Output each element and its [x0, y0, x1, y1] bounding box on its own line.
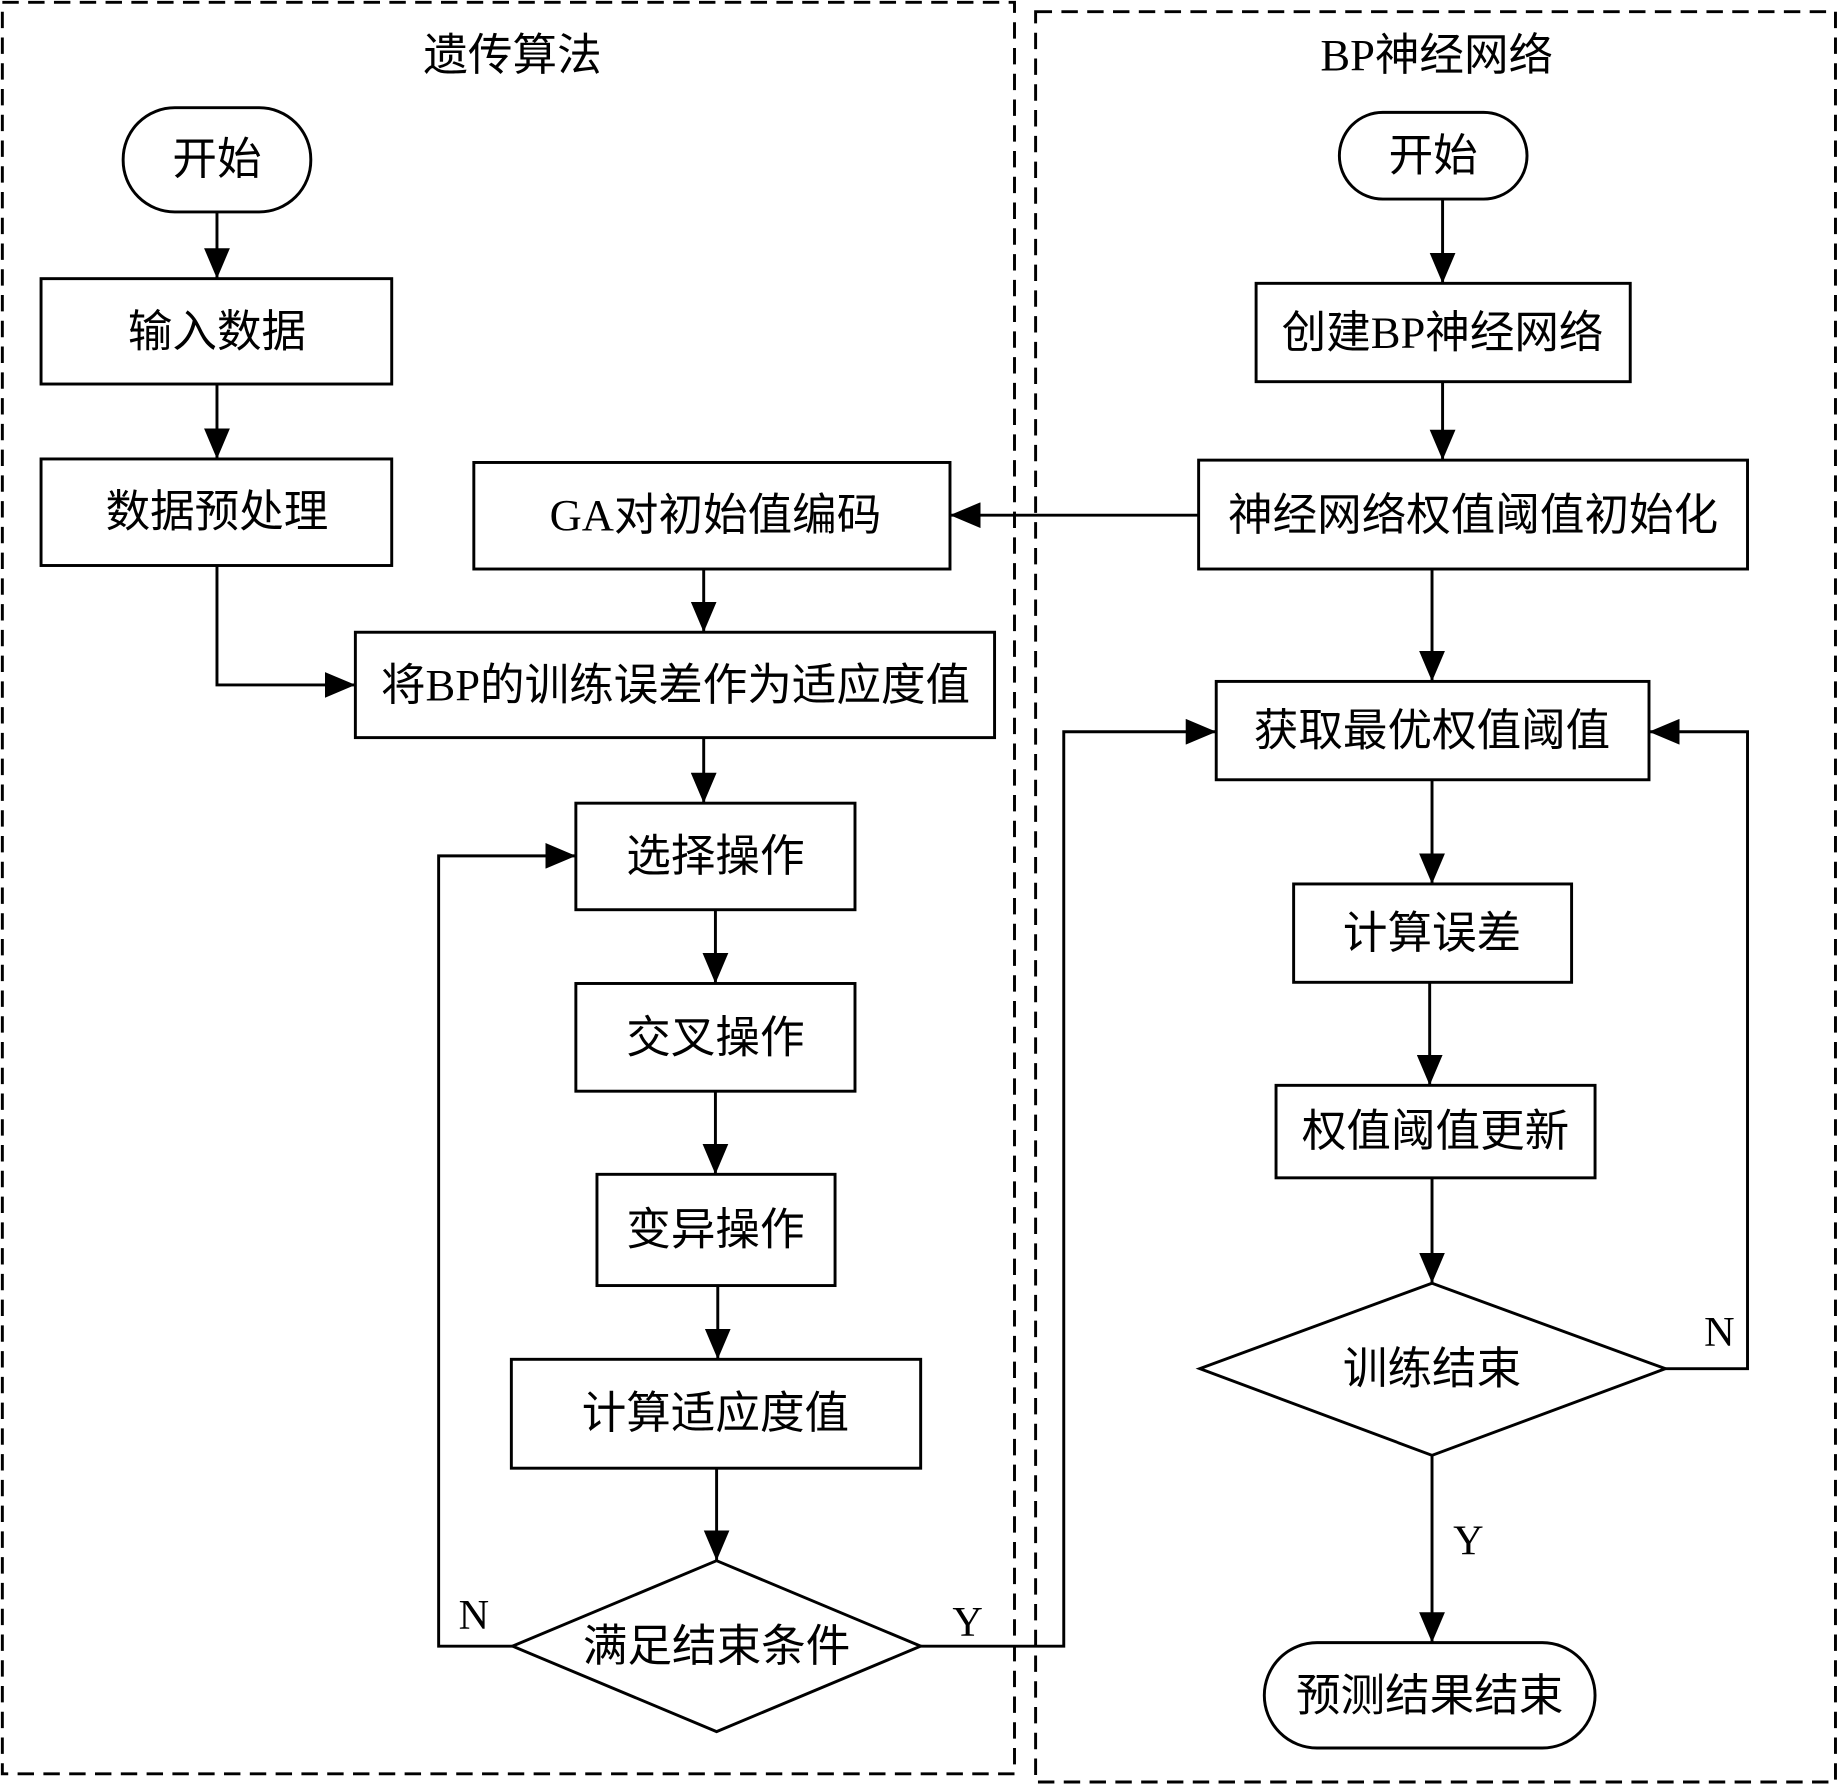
- initialize-weights-node: 神经网络权值阈值初始化: [1197, 458, 1749, 571]
- ga-no-label: N: [459, 1592, 489, 1639]
- encode-box: [472, 461, 952, 571]
- crossover-node: 交叉操作: [574, 982, 857, 1093]
- selection-node: 选择操作: [574, 801, 857, 912]
- bp-start-node: 开始: [1337, 110, 1529, 201]
- bp-end-shape: [1262, 1641, 1597, 1750]
- mutation-box: [595, 1172, 837, 1288]
- fitness-box: [353, 630, 997, 740]
- fitness-label: 将BP的训练误差作为适应度值: [381, 660, 970, 710]
- bp-network-panel: BP神经网络 开始 创建BP神经网络 神经网络权值阈值初始化 获取最优权值阈值 …: [1034, 10, 1837, 1784]
- compute-error-label: 计算误差: [1343, 908, 1521, 958]
- update-weights-label: 权值阈值更新: [1302, 1106, 1569, 1156]
- bp-network-frame: [1034, 10, 1837, 1784]
- update-weights-node: 权值阈值更新: [1274, 1083, 1597, 1180]
- compute-error-node: 计算误差: [1292, 882, 1574, 984]
- input-data-box: [39, 277, 394, 386]
- bp-no-label: N: [1704, 1309, 1734, 1356]
- bp-yes-label: Y: [1453, 1517, 1483, 1564]
- ga-yes-label: Y: [952, 1599, 982, 1646]
- ga-start-node: 开始: [121, 106, 313, 214]
- preprocess-node: 数据预处理: [39, 457, 394, 567]
- training-done-node: 训练结束: [1195, 1281, 1670, 1457]
- fitness-node: 将BP的训练误差作为适应度值: [353, 630, 997, 740]
- flow-edges: [204, 199, 1749, 1648]
- edge-check-yes-to-get-optimal: [920, 718, 1217, 1648]
- termination-check-diamond: [508, 1559, 925, 1734]
- compute-error-box: [1292, 882, 1574, 984]
- edge-preprocess-to-fitness: [215, 565, 356, 698]
- crossover-label: 交叉操作: [626, 1012, 804, 1062]
- crossover-box: [574, 982, 857, 1093]
- compute-fitness-label: 计算适应度值: [582, 1388, 849, 1438]
- compute-fitness-node: 计算适应度值: [509, 1357, 923, 1470]
- input-data-label: 输入数据: [128, 306, 306, 356]
- termination-check-node: 满足结束条件: [508, 1559, 925, 1734]
- ga-start-label: 开始: [172, 134, 261, 184]
- get-optimal-label: 获取最优权值阈值: [1254, 706, 1610, 756]
- create-network-label: 创建BP神经网络: [1282, 308, 1604, 358]
- bp-end-node: 预测结果结束: [1262, 1641, 1597, 1750]
- mutation-label: 变异操作: [626, 1204, 804, 1254]
- encode-label: GA对初始值编码: [550, 490, 882, 540]
- genetic-algorithm-title: 遗传算法: [423, 30, 601, 80]
- genetic-algorithm-panel: 遗传算法 开始 输入数据 数据预处理 GA对初始值编码 将BP的训练误差作为适应…: [0, 0, 1016, 1776]
- training-done-label: 训练结束: [1343, 1344, 1521, 1394]
- preprocess-label: 数据预处理: [106, 487, 329, 537]
- edge-check-no-loop: [437, 842, 576, 1648]
- get-optimal-node: 获取最优权值阈值: [1214, 679, 1651, 782]
- input-data-node: 输入数据: [39, 277, 394, 386]
- mutation-node: 变异操作: [595, 1172, 837, 1288]
- bp-network-title: BP神经网络: [1320, 30, 1553, 80]
- update-weights-box: [1274, 1083, 1597, 1180]
- bp-end-label: 预测结果结束: [1296, 1670, 1563, 1720]
- termination-check-label: 满足结束条件: [583, 1621, 850, 1671]
- genetic-algorithm-frame: [0, 0, 1016, 1776]
- encode-node: GA对初始值编码: [472, 461, 952, 571]
- selection-label: 选择操作: [626, 831, 804, 881]
- bp-start-shape: [1337, 110, 1529, 201]
- create-network-node: 创建BP神经网络: [1254, 281, 1632, 384]
- compute-fitness-box: [509, 1357, 923, 1470]
- create-network-box: [1254, 281, 1632, 384]
- initialize-weights-box: [1197, 458, 1749, 571]
- bp-start-label: 开始: [1389, 131, 1478, 181]
- initialize-weights-label: 神经网络权值阈值初始化: [1228, 490, 1718, 540]
- edge-training-no-loop: [1649, 718, 1749, 1371]
